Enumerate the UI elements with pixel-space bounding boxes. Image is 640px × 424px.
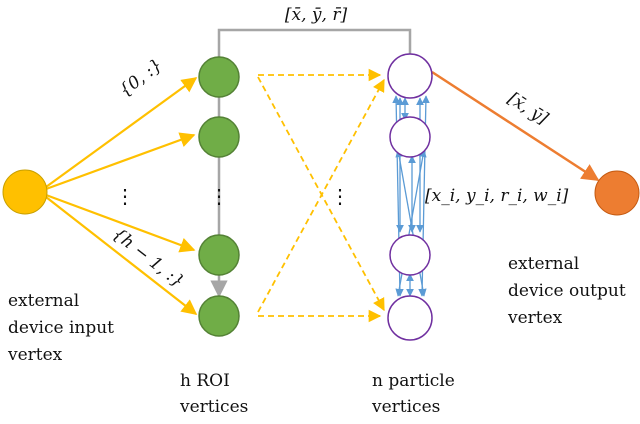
caption-line: vertices — [179, 397, 248, 417]
last-slice-label: {h − 1, :} — [108, 224, 187, 292]
particle-vertices-caption: n particle vertices — [371, 371, 455, 417]
particle-vertex — [389, 116, 431, 158]
feedback-line — [210, 28, 412, 298]
caption-line: h ROI — [180, 371, 230, 391]
caption-line: external — [8, 291, 79, 311]
caption-line: vertex — [7, 345, 63, 365]
ellipsis-icon: ⋮ — [330, 184, 350, 208]
output-edge — [431, 70, 600, 182]
roi-vertex-column — [198, 56, 240, 337]
roi-vertex — [198, 116, 240, 158]
ellipsis-icon: ⋮ — [209, 184, 229, 208]
particle-vertex — [387, 53, 433, 99]
roi-vertex — [198, 234, 240, 276]
caption-line: external — [508, 254, 579, 274]
caption-line: vertices — [371, 397, 440, 417]
caption-line: device input — [8, 318, 114, 338]
input-vertex-caption: external device input vertex — [7, 291, 114, 365]
roi-vertex — [198, 56, 240, 98]
roi-particle-edge — [257, 78, 385, 313]
ellipsis-icon: ⋮ — [115, 184, 135, 208]
roi-vertices-caption: h ROI vertices — [179, 371, 248, 417]
roi-vertex — [198, 295, 240, 337]
feedback-label: [x̄, ȳ, r̄] — [285, 5, 348, 25]
input-edge — [45, 132, 196, 191]
input-edge — [45, 196, 198, 315]
input-edges — [45, 77, 198, 315]
particle-state-label: [x_i, y_i, r_i, w_i] — [425, 186, 569, 206]
roi-to-particle-edges — [257, 68, 385, 323]
input-edge — [45, 77, 198, 188]
caption-line: device output — [508, 281, 626, 301]
particle-vertex — [387, 295, 433, 341]
particle-vertex-column — [387, 53, 433, 341]
caption-line: n particle — [372, 371, 455, 391]
input-edge — [45, 193, 196, 253]
output-vertex — [594, 170, 640, 216]
output-vertex-caption: external device output vertex — [507, 254, 626, 328]
caption-line: vertex — [507, 308, 563, 328]
first-slice-label: {0, :} — [115, 55, 166, 101]
roi-particle-edge — [257, 76, 385, 312]
particle-vertex — [389, 234, 431, 276]
input-vertex — [2, 169, 48, 215]
